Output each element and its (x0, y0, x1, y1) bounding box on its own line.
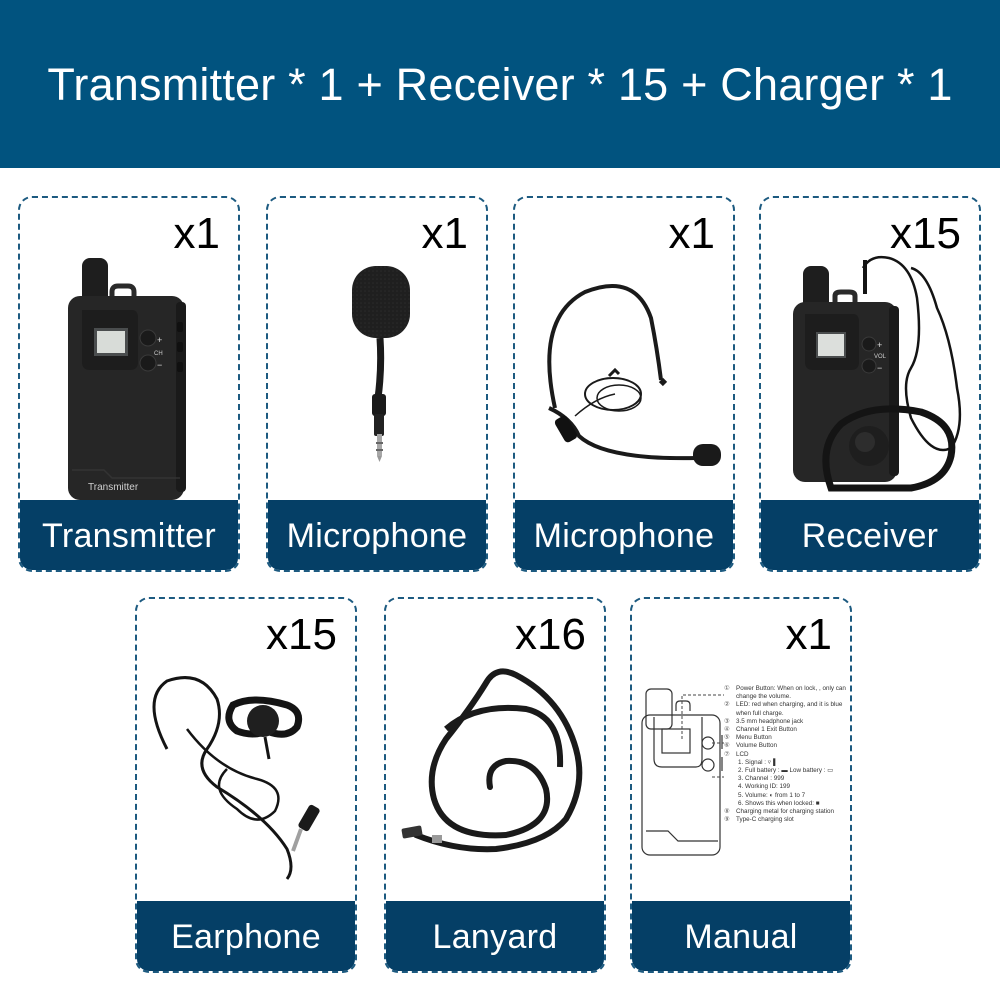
page-title: Transmitter * 1 + Receiver * 15 + Charge… (47, 59, 953, 110)
handheld-microphone-image (352, 266, 410, 462)
quantity-badge: x16 (515, 610, 586, 659)
svg-text:+: + (877, 340, 882, 350)
manual-lcd-entry: 6. Shows this when locked: ■ (738, 799, 820, 807)
item-card-receiver: + VOL − x15 Receiver (759, 196, 981, 572)
quantity-badge: x1 (668, 209, 715, 258)
receiver-image: + VOL − (793, 255, 962, 492)
svg-text:−: − (157, 360, 162, 370)
manual-lcd-entry: 2. Full battery : ▬ Low battery : ▭ (738, 767, 834, 775)
item-label-bar: Lanyard (386, 901, 604, 971)
item-card-lanyard: x16 Lanyard (384, 597, 606, 973)
item-label-bar: Microphone (268, 500, 486, 570)
item-label: Microphone (286, 516, 468, 555)
manual-lcd-entry: 4. Working ID: 199 (738, 783, 791, 791)
quantity-badge: x1 (785, 610, 832, 659)
header-banner: Transmitter * 1 + Receiver * 15 + Charge… (0, 0, 1000, 168)
item-label-bar: Microphone (515, 500, 733, 570)
manual-device-diagram (641, 688, 724, 856)
svg-text:VOL: VOL (874, 354, 887, 360)
quantity-badge: x15 (890, 209, 961, 258)
lanyard-image (401, 668, 583, 853)
svg-text:−: − (877, 363, 882, 373)
item-label-bar: Receiver (761, 500, 979, 570)
item-label: Receiver (801, 516, 939, 555)
item-label: Lanyard (432, 917, 558, 956)
svg-text:Transmitter: Transmitter (88, 482, 139, 493)
manual-lcd-entry: 5. Volume: ◐ from 1 to 7 (738, 791, 806, 799)
item-label: Transmitter (42, 516, 216, 555)
manual-lcd-entry: 3. Channel : 999 (738, 775, 785, 783)
item-label-bar: Transmitter (20, 500, 238, 570)
item-label-bar: Earphone (137, 901, 355, 971)
manual-lcd-entry: 1. Signal : ▿▐ (738, 758, 776, 766)
item-card-transmitter: + CH − Transmitter x1 Transmitter (18, 196, 240, 572)
headset-microphone-image (547, 283, 721, 466)
item-card-microphone: x1 Microphone (266, 196, 488, 572)
earphone-image (152, 676, 320, 880)
item-card-earphone: x15 Earphone (135, 597, 357, 973)
item-label: Earphone (171, 917, 321, 956)
quantity-badge: x1 (421, 209, 468, 258)
svg-text:+: + (157, 335, 162, 345)
item-card-headset-microphone: x1 Microphone (513, 196, 735, 572)
item-label-bar: Manual (632, 901, 850, 971)
quantity-badge: x1 (173, 209, 220, 258)
svg-text:CH: CH (154, 351, 163, 357)
quantity-badge: x15 (266, 610, 337, 659)
transmitter-image: + CH − Transmitter (68, 258, 186, 500)
item-label: Microphone (533, 516, 715, 555)
item-label: Manual (684, 917, 798, 956)
